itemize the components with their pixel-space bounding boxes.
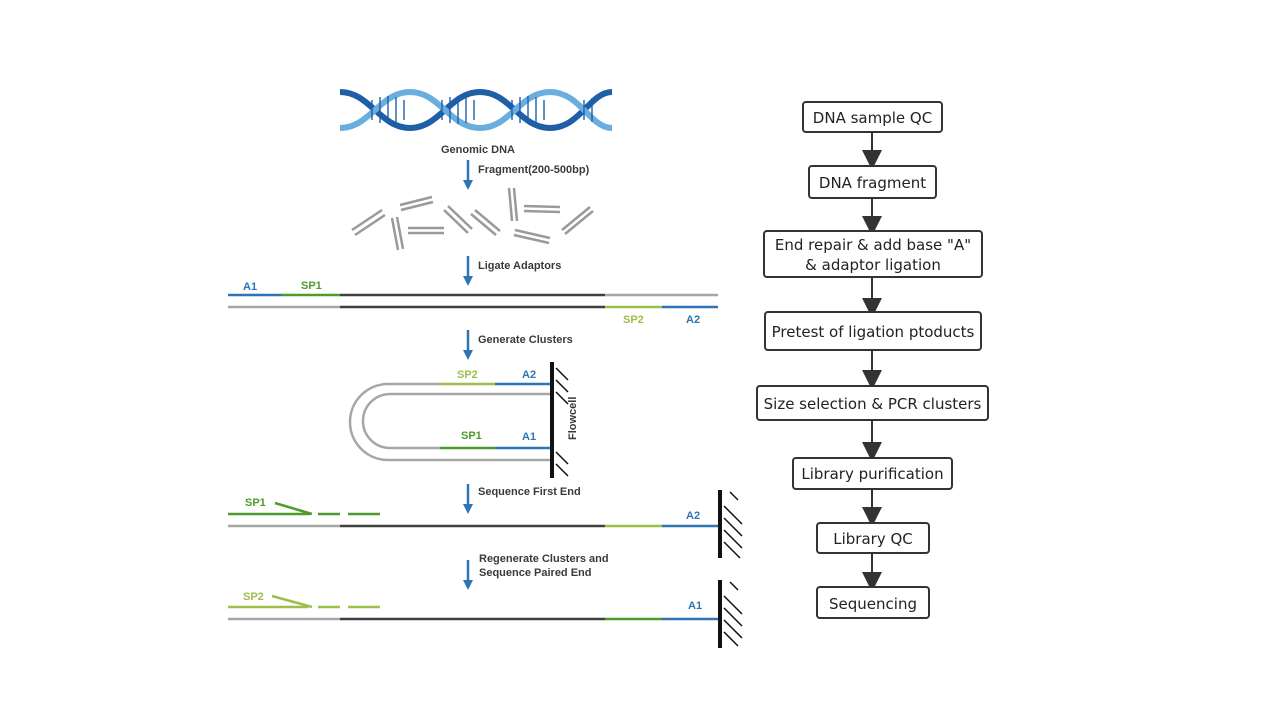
dna-fragments	[351, 187, 594, 251]
step-arrow-icon	[463, 330, 473, 360]
flow-step-library-qc: Library QC	[816, 522, 930, 554]
a1-tag: A1	[243, 281, 257, 293]
flowcell-wall	[550, 362, 569, 478]
fragment-label: Fragment(200-500bp)	[478, 164, 590, 176]
flowcell-wall	[718, 580, 743, 648]
svg-text:End repair & add base "A": End repair & add base "A"	[775, 236, 971, 254]
step-arrow-icon	[463, 560, 473, 590]
flow-step-library-purification: Library purification	[792, 457, 953, 490]
sp2-tag: SP2	[243, 591, 264, 603]
flow-step-sequencing: Sequencing	[816, 586, 930, 619]
flow-step-pretest: Pretest of ligation ptoducts	[764, 311, 982, 351]
regenerate-label-line2: Sequence Paired End	[479, 567, 591, 579]
regenerate-label-line1: Regenerate Clusters and	[479, 553, 609, 565]
sp1-tag: SP1	[301, 280, 322, 292]
flowcell-wall	[718, 490, 743, 559]
step-arrow-icon	[463, 160, 473, 190]
sp1-tag: SP1	[461, 430, 482, 442]
flowcell-label: Flowcell	[567, 397, 579, 440]
genomic-dna-label: Genomic DNA	[441, 144, 515, 156]
sp2-tag: SP2	[623, 314, 644, 326]
sp2-tag: SP2	[457, 369, 478, 381]
a1-tag: A1	[522, 431, 536, 443]
a1-tag: A1	[688, 600, 702, 612]
flow-step-end-repair: End repair & add base "A" & adaptor liga…	[763, 230, 983, 278]
svg-text:DNA fragment: DNA fragment	[819, 174, 926, 192]
svg-text:Pretest of ligation ptoducts: Pretest of ligation ptoducts	[772, 323, 975, 341]
ligate-label: Ligate Adaptors	[478, 260, 561, 272]
step-arrow-icon	[463, 484, 473, 514]
svg-text:Library QC: Library QC	[833, 530, 913, 548]
a2-tag: A2	[686, 314, 700, 326]
svg-text:DNA sample QC: DNA sample QC	[813, 109, 932, 127]
svg-text:& adaptor ligation: & adaptor ligation	[805, 256, 941, 274]
bridge-cluster	[348, 382, 552, 462]
paired-end-read	[228, 594, 720, 621]
generate-label: Generate Clusters	[478, 334, 573, 346]
workflow-flowchart: DNA sample QC DNA fragment End repair & …	[756, 101, 989, 619]
a2-tag: A2	[522, 369, 536, 381]
svg-text:Library purification: Library purification	[801, 465, 943, 483]
sp1-tag: SP1	[245, 497, 266, 509]
ligated-fragment	[228, 293, 718, 309]
flow-step-sample-qc: DNA sample QC	[802, 101, 943, 133]
step-arrow-icon	[463, 256, 473, 286]
a2-tag: A2	[686, 510, 700, 522]
flow-step-dna-fragment: DNA fragment	[808, 165, 937, 199]
flow-step-size-selection: Size selection & PCR clusters	[756, 385, 989, 421]
first-end-read	[228, 501, 720, 528]
svg-text:Sequencing: Sequencing	[829, 595, 917, 613]
dna-helix-icon	[339, 88, 613, 132]
sequence-first-label: Sequence First End	[478, 486, 581, 498]
svg-text:Size selection & PCR clusters: Size selection & PCR clusters	[764, 395, 982, 413]
